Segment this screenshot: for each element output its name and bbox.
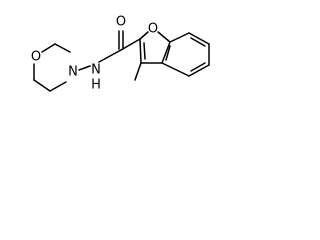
- bond-methyl: [134, 62, 142, 81]
- carbonyl-oxygen-label: O: [116, 15, 126, 30]
- carbonyl-double-bond: [118, 30, 124, 50]
- bond: [161, 41, 171, 64]
- bond: [143, 42, 146, 60]
- molecule-structure-diagram: O N N H O O: [31, 15, 210, 93]
- bond: [169, 32, 190, 43]
- furan-ring: [139, 31, 171, 64]
- bond: [190, 62, 206, 72]
- bond: [139, 31, 149, 40]
- bond: [54, 43, 71, 53]
- furan-oxygen-label: O: [148, 22, 158, 37]
- bond-n-n: [78, 65, 91, 71]
- bond: [188, 32, 210, 45]
- bond-n-carbonyl: [98, 49, 122, 63]
- benzene-ring: [161, 32, 210, 77]
- bond: [190, 37, 206, 47]
- amide-nitrogen-label: N: [91, 63, 101, 78]
- bond: [165, 45, 171, 61]
- morpholine-ring: [33, 43, 71, 92]
- bond: [188, 64, 210, 77]
- bond: [157, 31, 171, 43]
- amide-hydrogen-label: H: [91, 78, 101, 93]
- bond-carbonyl-furan: [120, 38, 141, 51]
- morpholine-oxygen-label: O: [31, 50, 41, 65]
- bond: [139, 38, 142, 64]
- morpholine-nitrogen-label: N: [68, 65, 78, 80]
- bond: [49, 81, 67, 92]
- bond: [161, 62, 190, 77]
- bond: [33, 79, 51, 92]
- bond: [41, 43, 56, 53]
